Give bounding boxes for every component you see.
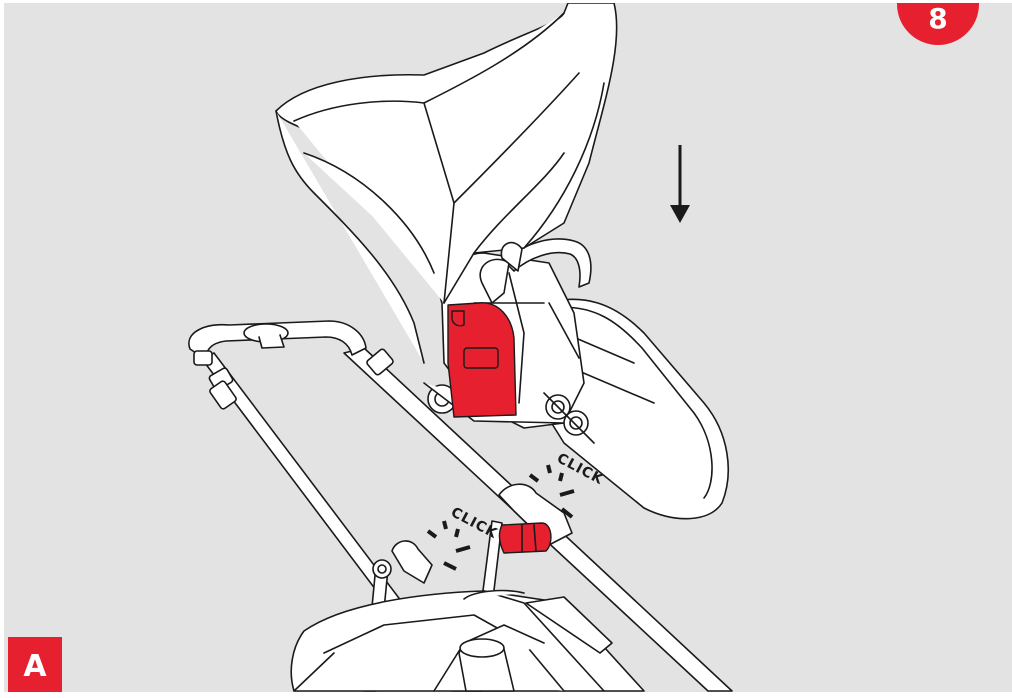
seat-adapter-highlight — [447, 302, 517, 418]
seat-unit — [275, 3, 730, 520]
click-marks-right — [528, 464, 575, 519]
stroller-illustration: CLICK CLICK — [188, 3, 733, 692]
frame-clip-highlight — [498, 522, 552, 554]
down-arrow-icon — [670, 145, 690, 223]
panel-label: A — [8, 637, 62, 692]
stroller-chassis — [188, 320, 733, 692]
click-marks-left — [426, 520, 471, 571]
